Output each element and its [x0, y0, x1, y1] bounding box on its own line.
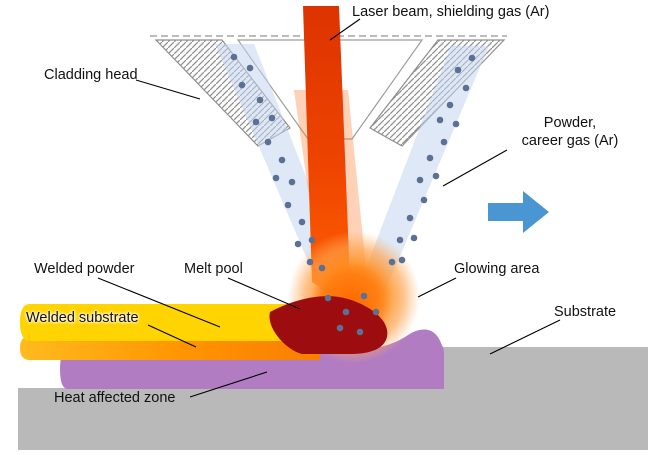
cladding-head-inner-nozzle: [236, 39, 424, 140]
label-heat-affected-zone: Heat affected zone: [54, 390, 176, 406]
leader-substrate: [489, 319, 561, 355]
powder-particles: [230, 53, 476, 336]
label-glowing-area: Glowing area: [454, 261, 540, 277]
label-melt-pool: Melt pool: [184, 261, 243, 277]
label-substrate: Substrate: [554, 304, 617, 320]
leader-powder: [442, 149, 508, 187]
label-laser-beam: Laser beam, shielding gas (Ar): [352, 4, 550, 20]
label-welded-powder: Welded powder: [34, 261, 135, 277]
leader-welded-powder: [97, 277, 221, 328]
direction-arrow: [488, 191, 549, 233]
label-powder-line2: career gas (Ar): [521, 133, 619, 150]
leader-glowing-area: [417, 277, 457, 298]
welded-powder-layer: [20, 304, 332, 341]
leader-laser: [329, 18, 361, 41]
leader-cladding-head: [135, 79, 201, 100]
melt-pool: [269, 296, 388, 354]
substrate-block: [18, 347, 648, 450]
welded-substrate-layer: [20, 336, 320, 360]
leader-lines: [97, 18, 561, 398]
label-cladding-head: Cladding head: [44, 67, 138, 83]
label-powder-gas: Powder, career gas (Ar): [500, 114, 640, 150]
laser-beam: [303, 6, 350, 294]
leader-haz: [189, 371, 268, 398]
label-powder-line1: Powder,: [543, 115, 597, 131]
powder-stream-right: [356, 46, 489, 294]
leader-melt-pool: [227, 277, 301, 310]
label-welded-substrate: Welded substrate: [26, 310, 139, 326]
leader-welded-substrate: [147, 324, 197, 348]
